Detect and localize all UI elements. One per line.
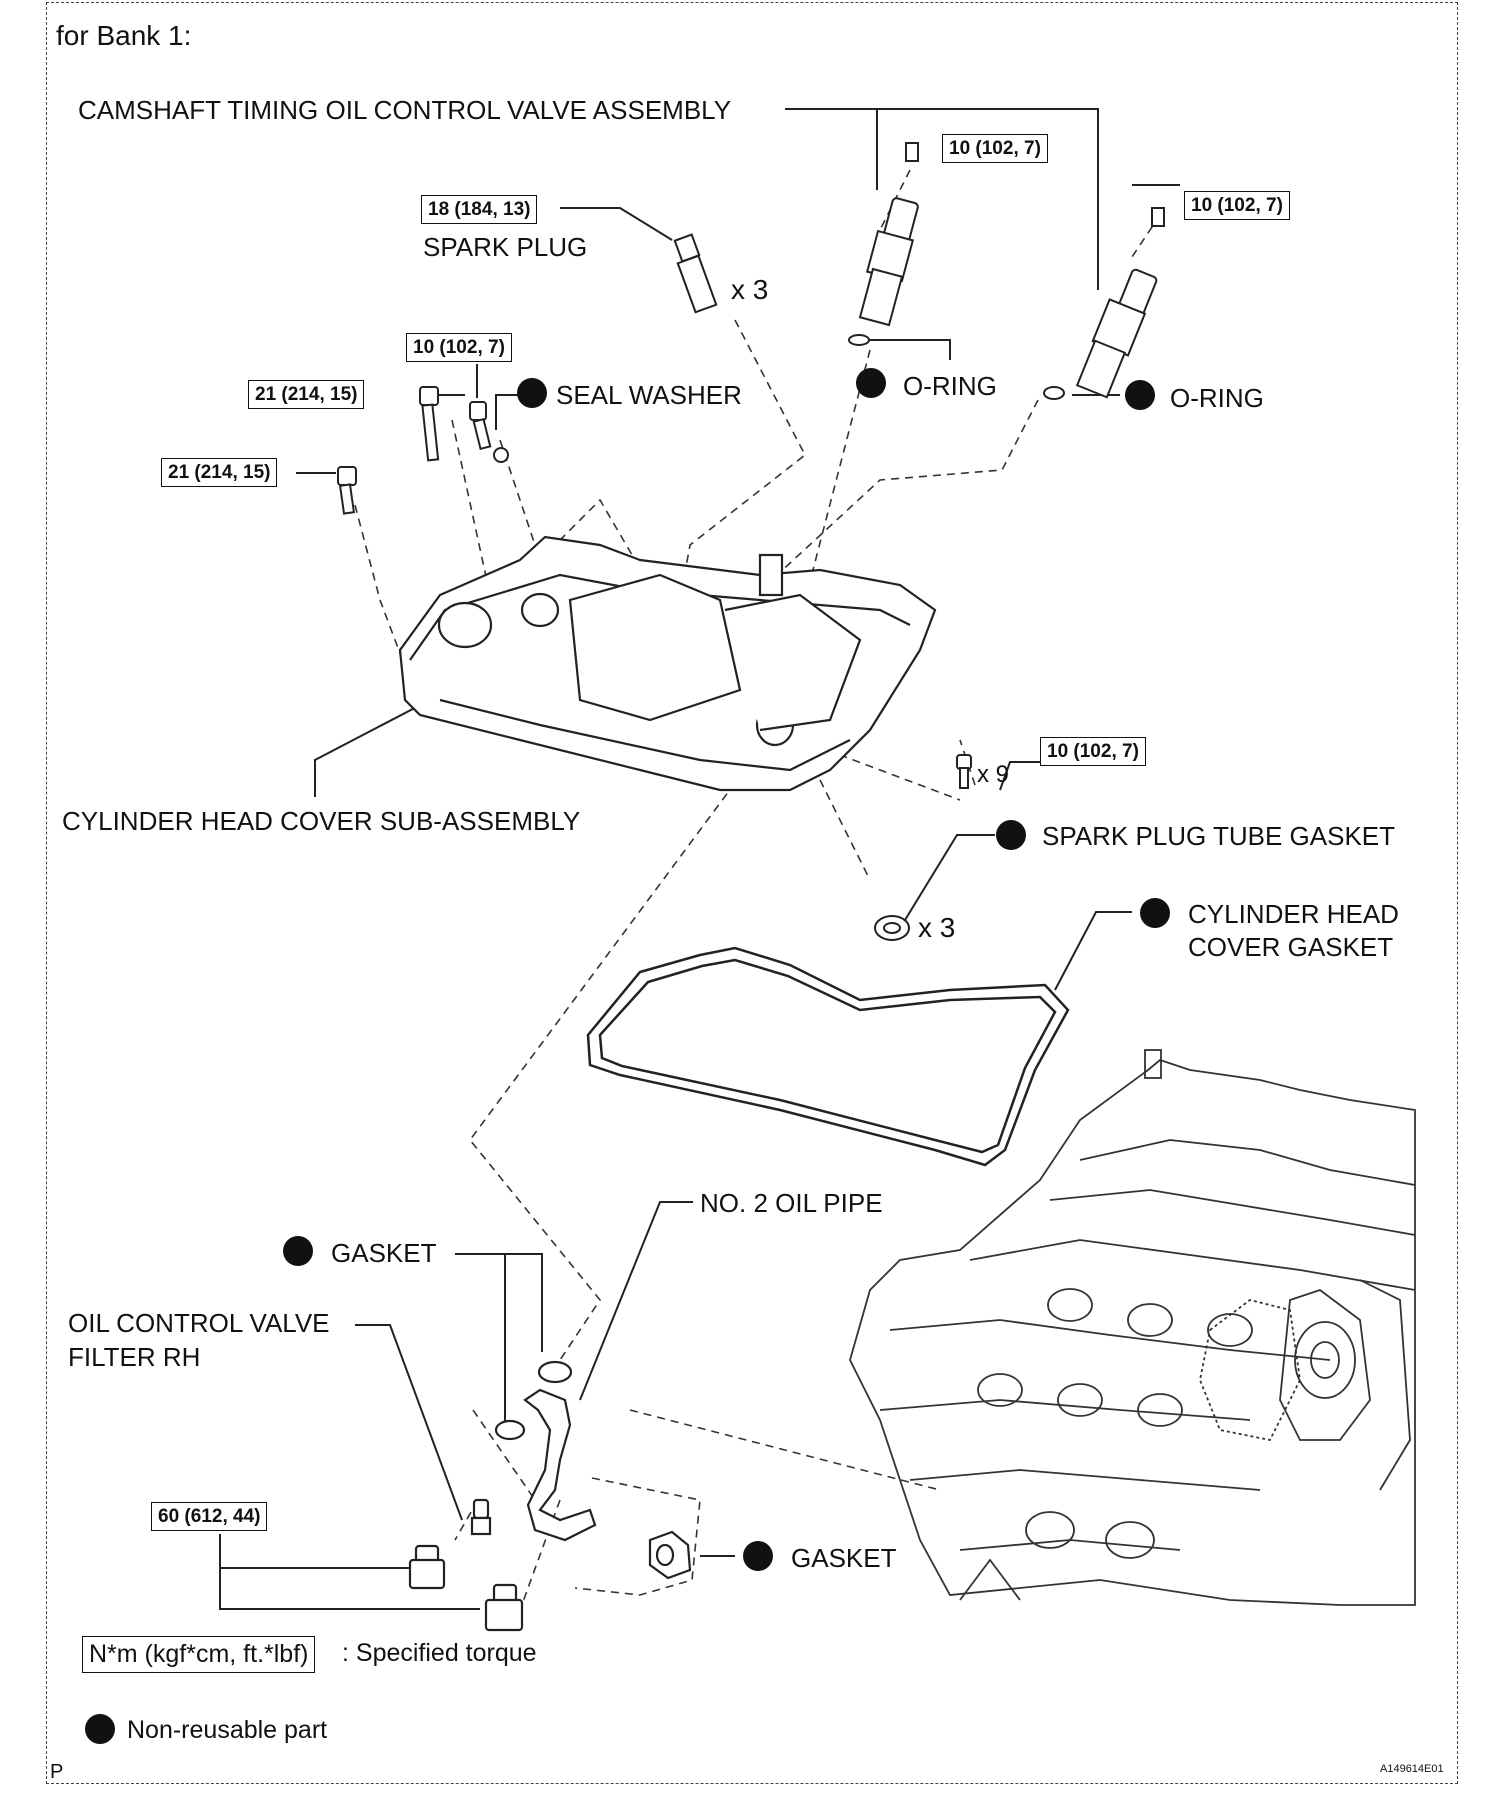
label-spark-plug: SPARK PLUG [423,232,588,262]
footer-left-mark: P [50,1761,64,1783]
torque-spec-cover-bolt-2: 21 (214, 15) [161,458,278,487]
leader-head-gasket [1054,911,1132,991]
label-gasket-1: GASKET [331,1238,437,1268]
label-cylinder-head-cover: CYLINDER HEAD COVER SUB-ASSEMBLY [62,806,581,836]
diagram-frame [46,2,1458,1784]
torque-spec-valve-bolt-2: 10 (102, 7) [1184,191,1290,220]
label-oil-control-valve-filter-line1: OIL CONTROL VALVE [68,1308,330,1338]
non-reusable-dot [743,1541,773,1571]
leader-camshaft-valve [785,108,1099,290]
legend-torque-text: : Specified torque [342,1639,537,1667]
quantity-tube-gasket: x 3 [918,912,956,943]
torque-spec-cover-bolts-x9: 10 (102, 7) [1040,737,1146,766]
label-spark-plug-tube-gasket: SPARK PLUG TUBE GASKET [1042,821,1396,851]
figure-id: A149614E01 [1380,1763,1444,1775]
tube-gasket-drawing [874,915,910,941]
quantity-bolts: x 9 [977,761,1010,788]
legend-torque-box: N*m (kgf*cm, ft.*lbf) [82,1636,316,1673]
non-reusable-dot [517,378,547,408]
leader-gasket-1 [455,1253,543,1352]
label-seal-washer: SEAL WASHER [556,380,742,410]
non-reusable-dot [856,368,886,398]
legend-non-reusable-text: Non-reusable part [127,1716,328,1744]
leader-spark-plug-torque [560,207,673,241]
non-reusable-dot [1125,380,1155,410]
cylinder-head-cover-drawing [398,535,937,792]
torque-spec-cover-bolt-1: 21 (214, 15) [248,380,365,409]
label-oil-control-valve-filter-line2: FILTER RH [68,1342,201,1372]
label-no2-oil-pipe: NO. 2 OIL PIPE [700,1188,883,1218]
head-cover-gasket-drawing [586,946,1070,1167]
leader-o-ring-1 [858,339,951,360]
cover-bolts-drawing [337,386,972,789]
diagram-title: for Bank 1: [56,20,192,51]
non-reusable-dot [996,820,1026,850]
leader-filter [355,1324,463,1521]
leader-cylinder-head-cover [314,699,431,797]
label-head-cover-gasket-line2: COVER GASKET [1188,932,1394,962]
engine-block-drawing [849,1049,1416,1606]
legend-non-reusable-dot [85,1714,115,1744]
leader-tube-gasket [904,834,995,921]
non-reusable-dot [283,1236,313,1266]
oil-pipe-drawing [408,1360,692,1632]
quantity-spark-plug: x 3 [731,274,769,305]
label-head-cover-gasket-line1: CYLINDER HEAD [1188,899,1399,929]
leader-seal-washer [495,394,520,430]
spark-plug-drawing [673,233,718,314]
torque-spec-seal-washer-bolt: 10 (102, 7) [406,333,512,362]
label-camshaft-valve: CAMSHAFT TIMING OIL CONTROL VALVE ASSEMB… [78,95,732,125]
non-reusable-dot [1140,898,1170,928]
torque-spec-valve-bolt-1: 10 (102, 7) [942,134,1048,163]
torque-spec-spark-plug: 18 (184, 13) [421,195,538,224]
label-o-ring-2: O-RING [1170,383,1264,413]
camshaft-valve-drawing [848,142,1165,400]
leader-torque-60 [219,1534,480,1610]
label-o-ring-1: O-RING [903,371,997,401]
torque-spec-union-bolts: 60 (612, 44) [151,1502,268,1531]
leader-no2-oil-pipe [579,1201,693,1401]
label-gasket-2: GASKET [791,1543,897,1573]
